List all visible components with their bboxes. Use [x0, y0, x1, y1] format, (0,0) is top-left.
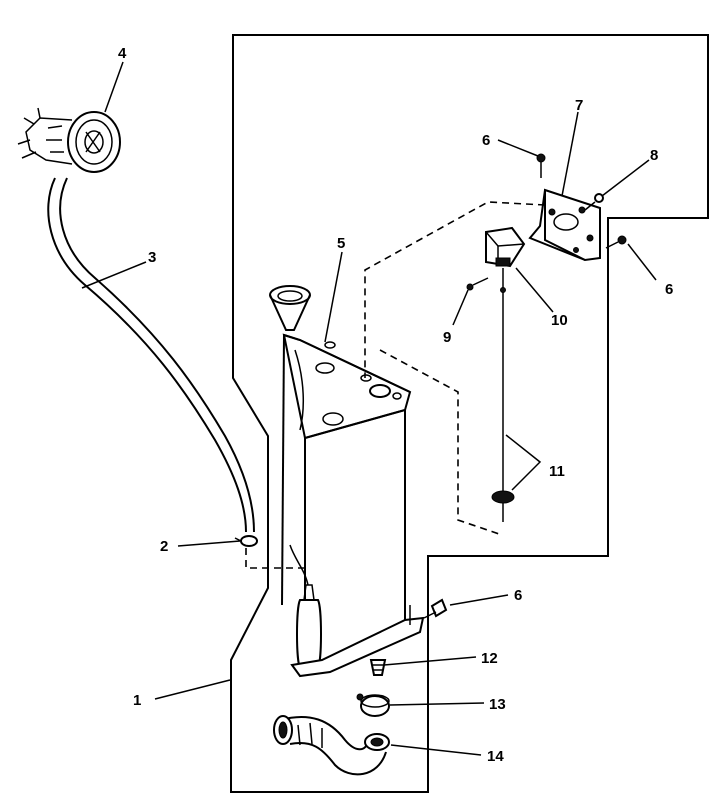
callout-5: 5	[337, 235, 345, 252]
callout-2: 2	[160, 538, 168, 555]
callout-9: 9	[443, 329, 451, 346]
leader-lines	[81, 61, 657, 756]
callout-14: 14	[487, 748, 504, 765]
callout-8: 8	[650, 147, 658, 164]
callout-3: 3	[148, 249, 156, 266]
callout-11: 11	[549, 463, 565, 480]
callout-13: 13	[489, 696, 506, 713]
callout-6-top: 6	[482, 132, 490, 149]
callout-1: 1	[133, 692, 141, 709]
screw-icon	[423, 598, 448, 619]
pressure-switch-icon	[17, 107, 121, 173]
hose-icon	[47, 177, 247, 533]
screw-icon	[605, 235, 627, 249]
housing-outline	[230, 34, 709, 793]
float-rod-icon	[491, 268, 515, 522]
callout-12: 12	[481, 650, 498, 667]
bracket-icon	[528, 188, 601, 262]
callout-7: 7	[575, 97, 583, 114]
screw-icon	[584, 193, 604, 211]
reservoir-tank-icon	[269, 285, 425, 678]
grommet-icon	[369, 659, 387, 676]
clamp-icon	[356, 693, 390, 717]
callout-6-right: 6	[665, 281, 673, 298]
drain-hose-icon	[273, 715, 390, 776]
callout-4: 4	[118, 45, 127, 62]
callout-6-bottom: 6	[514, 587, 522, 604]
screw-icon	[466, 277, 489, 291]
callout-10: 10	[551, 312, 568, 329]
screw-icon	[536, 153, 546, 178]
switch-mount-icon	[485, 226, 526, 268]
hose-clamp-icon	[234, 535, 258, 547]
